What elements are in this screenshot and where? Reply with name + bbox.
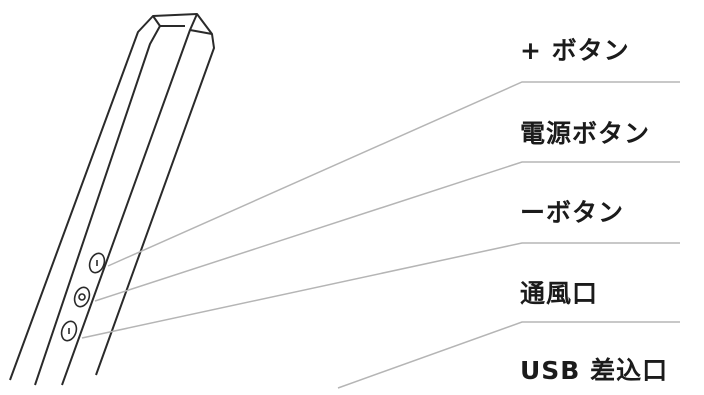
device-inner-left-edge	[34, 25, 185, 386]
leader-lines	[81, 81, 680, 389]
leader-minus	[81, 242, 680, 339]
usb-port-label: USB 差込口	[520, 356, 669, 385]
device-outer-edge	[9, 13, 215, 381]
minus-button-icon	[60, 320, 78, 342]
leader-power	[94, 161, 680, 302]
device-body	[9, 13, 215, 386]
device-top-ridge	[152, 15, 213, 35]
plus-button-label: + ボタン	[520, 36, 630, 65]
vent-label: 通風口	[520, 279, 599, 308]
plus-button-icon	[88, 252, 106, 274]
leader-plus	[107, 81, 680, 267]
leader-vent	[337, 321, 680, 389]
power-button-icon	[73, 286, 91, 308]
minus-button-label: ーボタン	[520, 198, 625, 227]
device-inner-right-edge	[61, 13, 198, 386]
power-button-label: 電源ボタン	[520, 119, 651, 148]
